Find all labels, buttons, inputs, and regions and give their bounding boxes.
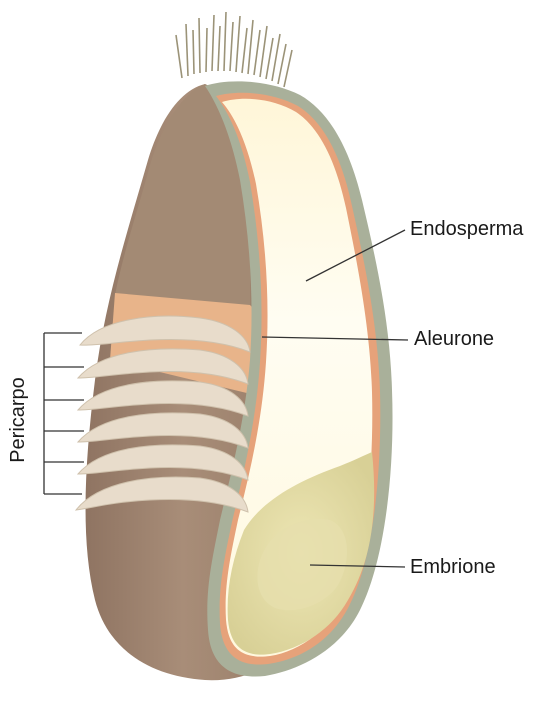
brush-hairs (176, 12, 292, 87)
pericarpo-label: Pericarpo (8, 377, 28, 463)
pericarpo-bracket (44, 333, 84, 494)
endosperma-label: Endosperma (410, 219, 523, 239)
aleurone-label: Aleurone (414, 329, 494, 349)
embrione-label: Embrione (410, 557, 496, 577)
